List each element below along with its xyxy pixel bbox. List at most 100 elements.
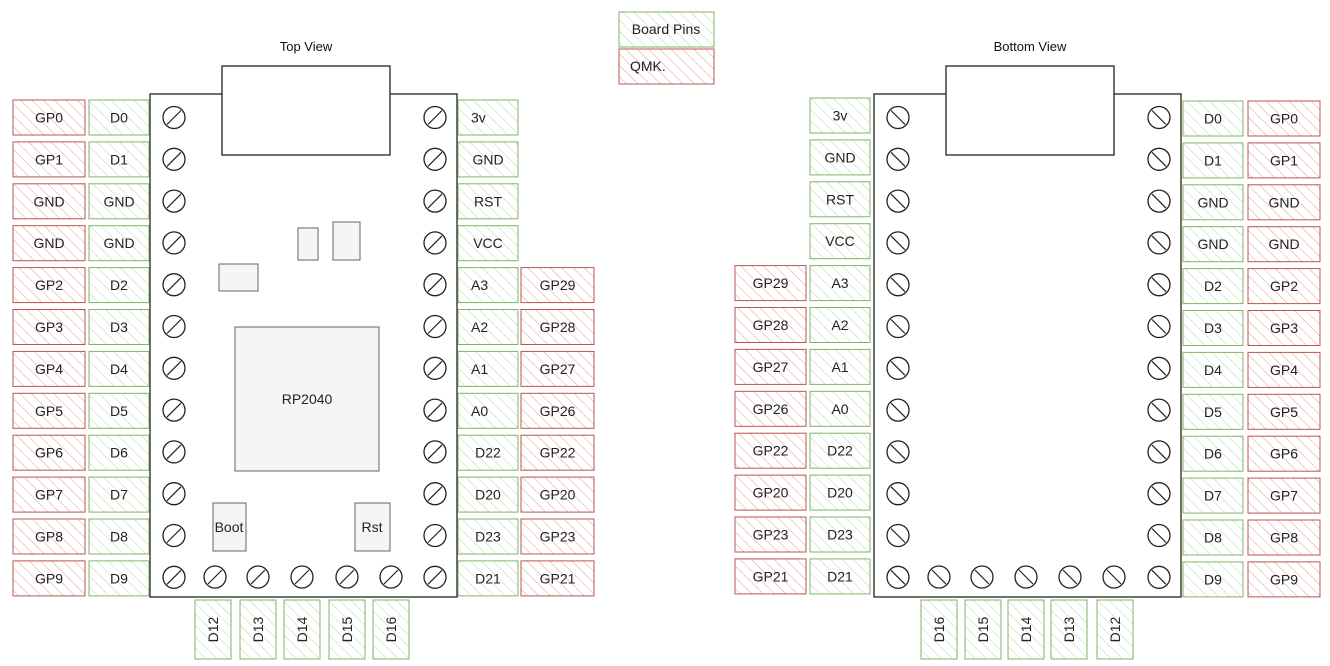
top-left-qmk-5: GP3	[12, 309, 86, 345]
bottom-left-board-4-label: A3	[831, 275, 848, 291]
bottom-usb-connector	[945, 65, 1115, 156]
bottom-left-board-3: VCC	[809, 223, 871, 260]
top-left-qmk-9: GP7	[12, 476, 86, 513]
top-hole-right-7	[423, 398, 447, 422]
bottom-right-qmk-3: GND	[1247, 226, 1321, 263]
top-hole-left-6	[162, 356, 186, 380]
bottom-right-qmk-5: GP3	[1247, 310, 1321, 346]
bottom-bottom-board-0-label: D16	[931, 616, 947, 642]
top-small-component-3	[218, 263, 259, 292]
bottom-right-qmk-0-label: GP0	[1270, 111, 1298, 127]
top-right-board-3-label: VCC	[473, 235, 503, 251]
top-bottom-board-0: D12	[194, 599, 232, 660]
bottom-right-qmk-1: GP1	[1247, 142, 1321, 179]
top-hole-bottom-2	[290, 565, 314, 589]
bottom-bottom-board-2-label: D14	[1018, 616, 1034, 642]
top-hole-right-3	[423, 231, 447, 255]
top-right-qmk-9: GP20	[520, 476, 595, 513]
top-left-qmk-4: GP2	[12, 267, 86, 304]
top-small-component-1	[297, 227, 319, 261]
bottom-right-board-10: D8	[1182, 519, 1244, 556]
top-left-board-11-label: D9	[110, 570, 128, 586]
bottom-left-qmk-8: GP22	[734, 432, 807, 469]
top-left-qmk-2: GND	[12, 183, 86, 220]
bottom-left-qmk-11-label: GP21	[753, 568, 789, 584]
bottom-hole-bottom-0	[927, 565, 951, 589]
top-left-board-0-label: D0	[110, 110, 128, 126]
bottom-right-board-8: D6	[1182, 435, 1244, 472]
bottom-right-qmk-11-label: GP9	[1270, 571, 1298, 587]
bottom-left-board-8: D22	[809, 432, 871, 469]
top-right-qmk-10: GP23	[520, 518, 595, 555]
bottom-right-board-7: D5	[1182, 393, 1244, 430]
bottom-right-board-9: D7	[1182, 477, 1244, 514]
bottom-left-qmk-5: GP28	[734, 307, 807, 343]
top-left-board-6: D4	[88, 350, 150, 387]
top-right-qmk-4-label: GP29	[540, 277, 576, 293]
bottom-bottom-board-4-label: D12	[1107, 616, 1123, 642]
top-left-qmk-6: GP4	[12, 350, 86, 387]
top-left-qmk-8-label: GP6	[35, 445, 63, 461]
top-left-board-5-label: D3	[110, 319, 128, 335]
bottom-bottom-board-4: D12	[1096, 599, 1134, 660]
bottom-bottom-board-1: D15	[964, 599, 1002, 660]
bottom-right-board-6-label: D4	[1204, 362, 1222, 378]
top-left-board-1: D1	[88, 141, 150, 178]
bottom-left-board-7-label: A0	[831, 401, 848, 417]
bottom-left-board-1: GND	[809, 139, 871, 176]
bottom-left-board-10: D23	[809, 516, 871, 553]
top-left-qmk-3: GND	[12, 225, 86, 262]
bottom-right-qmk-3-label: GND	[1268, 236, 1299, 252]
bottom-right-board-6: D4	[1182, 351, 1244, 388]
top-hole-left-5	[162, 314, 186, 339]
bottom-left-qmk-4: GP29	[734, 265, 807, 302]
bottom-bottom-board-1-label: D15	[975, 616, 991, 642]
top-right-board-0: 3v	[457, 99, 519, 136]
legend-qmk: QMK.	[618, 48, 715, 85]
bottom-hole-right-1	[1147, 147, 1171, 171]
top-hole-right-4	[423, 273, 447, 297]
top-right-qmk-10-label: GP23	[540, 529, 576, 545]
top-left-board-5: D3	[88, 309, 150, 345]
bottom-hole-left-8	[886, 440, 910, 464]
bottom-right-board-0: D0	[1182, 100, 1244, 137]
top-right-qmk-4: GP29	[520, 267, 595, 304]
bottom-left-board-2-label: RST	[826, 191, 854, 207]
bottom-left-board-5-label: A2	[831, 317, 848, 333]
top-right-qmk-5: GP28	[520, 309, 595, 345]
top-left-board-2-label: GND	[103, 193, 134, 209]
bottom-left-qmk-7-label: GP26	[753, 401, 789, 417]
top-small-component-2	[332, 221, 361, 261]
top-left-qmk-5-label: GP3	[35, 319, 63, 335]
top-right-qmk-6: GP27	[520, 350, 595, 387]
top-left-board-4: D2	[88, 267, 150, 304]
bottom-left-board-6-label: A1	[831, 359, 848, 375]
top-bottom-board-2-label: D14	[294, 616, 310, 642]
bottom-hole-right-11	[1147, 565, 1171, 589]
top-left-board-9: D7	[88, 476, 150, 513]
top-left-board-11: D9	[88, 560, 150, 597]
bottom-right-qmk-2: GND	[1247, 184, 1321, 221]
bottom-hole-left-1	[886, 147, 910, 171]
bottom-hole-left-7	[886, 398, 910, 422]
top-right-board-10-label: D23	[475, 529, 501, 545]
bottom-right-board-1: D1	[1182, 142, 1244, 179]
top-left-qmk-0-label: GP0	[35, 110, 63, 126]
top-hole-left-9	[162, 482, 186, 506]
bottom-hole-right-8	[1147, 440, 1171, 464]
bottom-view-title: Bottom View	[994, 39, 1067, 54]
bottom-hole-left-11	[886, 565, 910, 589]
top-right-qmk-6-label: GP27	[540, 361, 576, 377]
top-bottom-board-0-label: D12	[205, 616, 221, 642]
bottom-right-qmk-7: GP5	[1247, 393, 1321, 430]
top-left-board-10-label: D8	[110, 529, 128, 545]
top-hole-right-5	[423, 314, 447, 339]
top-left-qmk-1: GP1	[12, 141, 86, 178]
top-right-board-4: A3	[457, 267, 519, 304]
top-right-qmk-8-label: GP22	[540, 445, 576, 461]
top-right-board-5: A2	[457, 309, 519, 345]
bottom-hole-right-6	[1147, 356, 1171, 380]
top-right-board-2-label: RST	[474, 193, 502, 209]
bottom-right-board-10-label: D8	[1204, 530, 1222, 546]
